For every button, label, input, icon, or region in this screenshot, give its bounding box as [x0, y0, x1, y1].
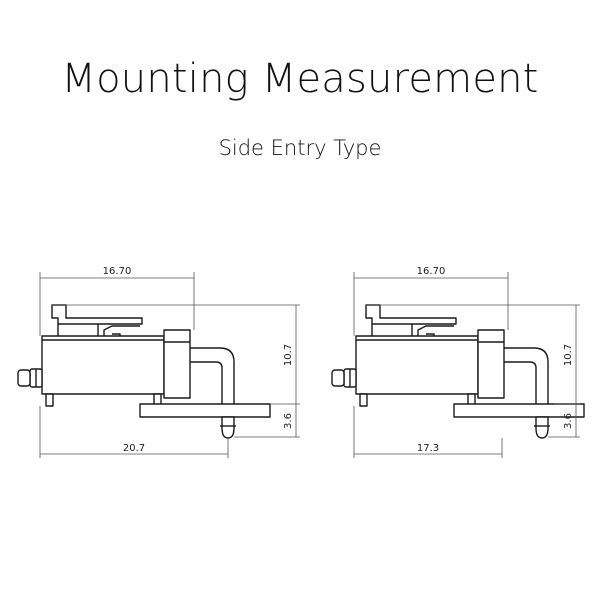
page-subtitle: Side Entry Type	[218, 136, 382, 160]
left-connector-drawing	[17, 304, 271, 439]
left-dim-top: 16.70	[103, 266, 132, 277]
right-dim-bottom: 17.3	[417, 443, 439, 454]
right-dim-top: 16.70	[417, 266, 446, 277]
left-view: 16.70 10.7 3.6 20.7	[17, 266, 300, 458]
right-connector-drawing	[331, 304, 585, 439]
right-dim-height: 10.7	[563, 344, 574, 366]
right-dim-pin: 3.6	[563, 413, 574, 429]
page-title: Mounting Measurement	[61, 56, 539, 102]
left-dim-pin: 3.6	[283, 413, 294, 429]
left-dim-bottom: 20.7	[123, 443, 145, 454]
right-view: 16.70 10.7 3.6 17.3	[331, 266, 585, 458]
left-dim-height: 10.7	[283, 344, 294, 366]
